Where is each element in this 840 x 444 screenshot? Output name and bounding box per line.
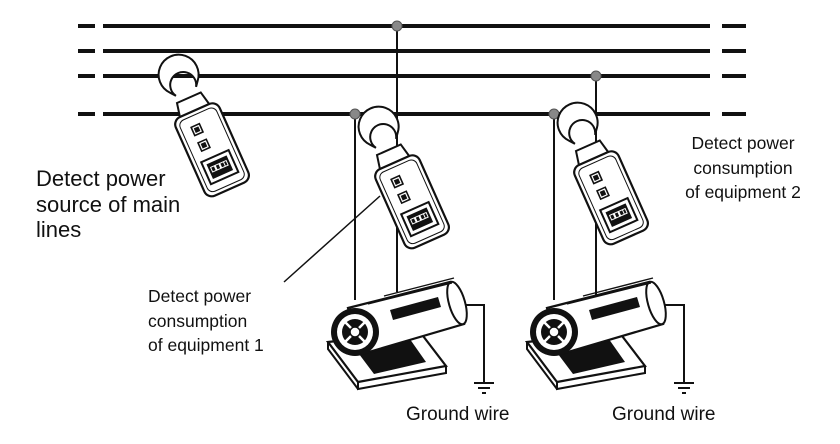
equipment-2-label: Detect power consumption of equipment 2 xyxy=(668,131,818,205)
main-lines-label: Detect power source of main lines xyxy=(36,166,180,243)
junction-node xyxy=(349,108,361,120)
equipment-2-label-line-1: Detect power xyxy=(691,133,795,153)
equipment-1-label-line-1: Detect power xyxy=(148,286,252,306)
main-lines-label-line-2: source of main xyxy=(36,191,181,217)
equipment-2-label-line-3: of equipment 2 xyxy=(685,182,801,202)
junction-node xyxy=(590,70,602,82)
main-lines-label-line-3: lines xyxy=(36,217,82,243)
equipment-2-icon xyxy=(525,276,672,391)
clamp-meter-equipment-2-icon xyxy=(546,93,652,248)
ground-symbol-1-icon xyxy=(473,372,495,394)
junction-nodes xyxy=(349,20,602,120)
equipment-1-label-line-3: of equipment 1 xyxy=(148,335,264,355)
equipment-1-icon xyxy=(326,276,473,391)
equipment-1-label: Detect power consumption of equipment 1 xyxy=(148,284,264,358)
ground-symbol-2-icon xyxy=(673,372,695,394)
main-lines-label-line-1: Detect power xyxy=(36,166,166,191)
junction-node xyxy=(391,20,403,32)
ground-wire-label-2: Ground wire xyxy=(612,404,716,425)
equipment-1-leader-line xyxy=(283,195,381,283)
equipment-2-label-line-2: consumption xyxy=(693,157,793,178)
clamp-meter-equipment-1-icon xyxy=(347,97,453,252)
ground-wire-label-1: Ground wire xyxy=(406,404,510,425)
equipment-1-label-line-2: consumption xyxy=(148,310,248,331)
